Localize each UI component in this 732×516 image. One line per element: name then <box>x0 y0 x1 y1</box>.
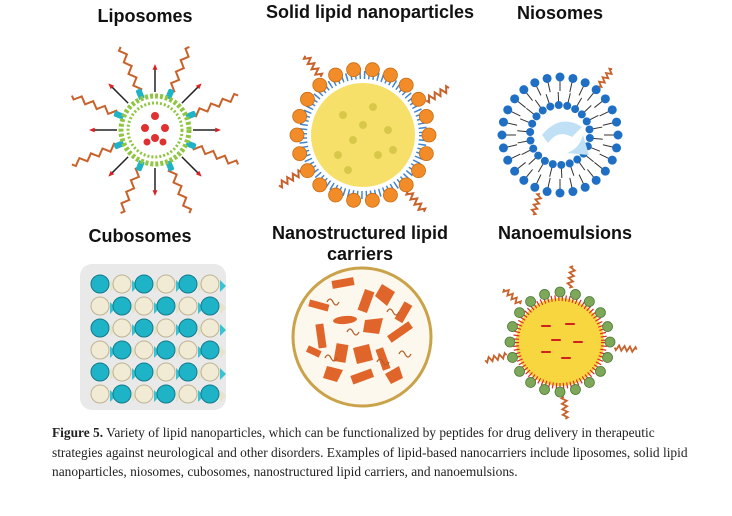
cubosome-illustration <box>80 264 226 410</box>
figure-caption: Figure 5. Variety of lipid nanoparticles… <box>52 423 692 482</box>
title-cubosomes: Cubosomes <box>88 226 192 246</box>
nlc-illustration <box>291 266 433 408</box>
nanoemulsion-illustration <box>484 265 638 420</box>
title-nanoemulsions: Nanoemulsions <box>497 223 633 243</box>
figure-caption-text: Variety of lipid nanoparticles, which ca… <box>52 425 688 479</box>
sln-illustration <box>278 55 450 213</box>
liposome-illustration <box>70 45 240 215</box>
title-niosomes: Niosomes <box>516 3 604 23</box>
title-liposomes: Liposomes <box>97 6 193 26</box>
figure-label: Figure 5. <box>52 425 104 440</box>
niosome-illustration <box>497 67 623 216</box>
title-solid-lipid-nanoparticles: Solid lipid nanoparticles <box>265 2 475 22</box>
title-nanostructured-lipid-carriers: Nanostructured lipid carriers <box>271 223 448 264</box>
